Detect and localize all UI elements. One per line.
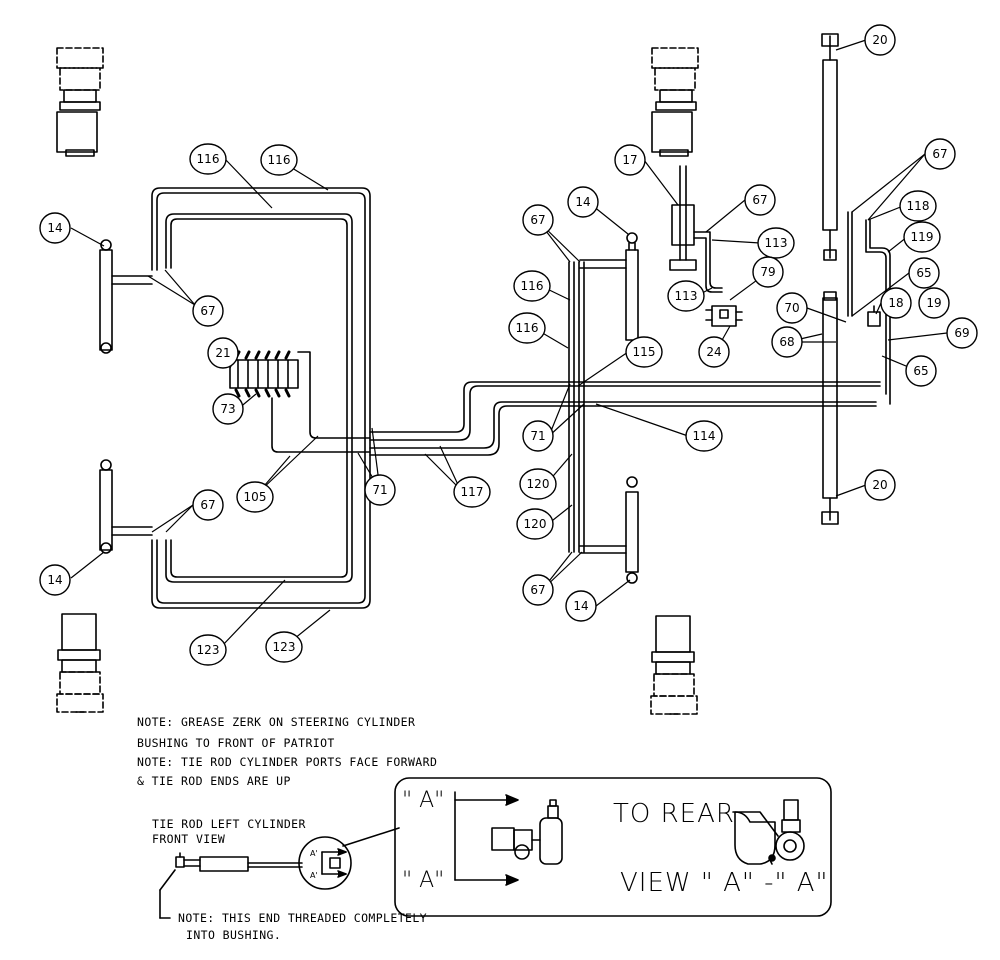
callout-117: 117 <box>461 485 484 499</box>
to-rear-label: TO REAR <box>613 799 735 829</box>
note-line-3: NOTE: TIE ROD CYLINDER PORTS FACE FORWAR… <box>137 755 438 769</box>
fitting-side-view <box>491 799 563 865</box>
fitting-rear-view <box>734 799 805 865</box>
note-line-1: NOTE: GREASE ZERK ON STEERING CYLINDER <box>137 715 416 729</box>
callout-118: 118 <box>907 199 930 213</box>
callout-18: 18 <box>888 296 903 310</box>
note-line-2: BUSHING TO FRONT OF PATRIOT <box>137 736 335 750</box>
cylinder-18 <box>867 305 881 327</box>
callout-14-a: 14 <box>47 221 62 235</box>
note-line-4: & TIE ROD ENDS ARE UP <box>137 774 291 788</box>
wheel-assembly-rear-left <box>56 613 104 713</box>
wheel-assembly-front-left <box>56 47 104 157</box>
callout-116-c: 116 <box>521 279 544 293</box>
to-rear-leader <box>732 811 779 837</box>
callout-20-a: 20 <box>872 33 887 47</box>
section-markers: A' A' <box>310 849 318 880</box>
callout-21: 21 <box>215 346 230 360</box>
section-a-bottom: A' <box>310 871 318 880</box>
section-a-top: A' <box>310 849 318 858</box>
callout-113-a: 113 <box>765 236 788 250</box>
callout-123-b: 123 <box>273 640 296 654</box>
manifold-valve-21 <box>229 350 371 453</box>
callout-65-a: 65 <box>916 266 931 280</box>
view-a-top-label: " A" <box>402 788 445 813</box>
callout-116-d: 116 <box>516 321 539 335</box>
callout-120-b: 120 <box>524 517 547 531</box>
thread-note-1: NOTE: THIS END THREADED COMPLETELY <box>178 911 428 925</box>
steering-cylinder-left-top <box>99 239 153 354</box>
callout-70: 70 <box>784 301 799 315</box>
leader-lines <box>70 39 948 648</box>
callout-67-f: 67 <box>932 147 947 161</box>
callout-17: 17 <box>622 153 637 167</box>
callout-116-b: 116 <box>268 153 291 167</box>
hose-loop-116-inner <box>165 213 353 583</box>
callout-labels: 14 67 116 116 21 73 105 71 117 67 14 123… <box>47 33 969 657</box>
callout-73: 73 <box>220 402 235 416</box>
callout-114: 114 <box>693 429 716 443</box>
steering-cylinder-right-top <box>579 232 639 341</box>
detail-title-1: TIE ROD LEFT CYLINDER <box>152 817 306 831</box>
callout-circles <box>39 24 978 666</box>
callout-120-a: 120 <box>527 477 550 491</box>
tie-rod-front-view <box>159 827 400 919</box>
callout-119: 119 <box>911 230 934 244</box>
callout-67-e: 67 <box>530 583 545 597</box>
callout-105: 105 <box>244 490 267 504</box>
hose-116-120-right <box>568 261 585 553</box>
tie-rod-cylinder-vertical <box>821 33 839 525</box>
thread-note-2: INTO BUSHING. <box>186 928 282 942</box>
callout-19: 19 <box>926 296 941 310</box>
callout-123-a: 123 <box>197 643 220 657</box>
hose-117-115 <box>369 381 881 441</box>
callout-67-c: 67 <box>752 193 767 207</box>
callout-116-a: 116 <box>197 152 220 166</box>
callout-113-b: 113 <box>675 289 698 303</box>
callout-71-a: 71 <box>372 483 387 497</box>
callout-65-b: 65 <box>913 364 928 378</box>
view-a-a-label: VIEW " A" -" A" <box>620 868 829 898</box>
callout-79: 79 <box>760 265 775 279</box>
detail-title-2: FRONT VIEW <box>152 832 226 846</box>
valve-24 <box>705 305 743 327</box>
steering-cylinder-left-bottom <box>99 459 153 554</box>
callout-14-b: 14 <box>47 573 62 587</box>
callout-67-a: 67 <box>200 304 215 318</box>
callout-14-c: 14 <box>575 195 590 209</box>
callout-67-d: 67 <box>530 213 545 227</box>
wheel-assembly-front-right <box>651 47 699 157</box>
callout-115: 115 <box>633 345 656 359</box>
view-a-bottom-label: " A" <box>402 868 445 893</box>
callout-69: 69 <box>954 326 969 340</box>
callout-24: 24 <box>706 345 721 359</box>
callout-67-b: 67 <box>200 498 215 512</box>
callout-68: 68 <box>779 335 794 349</box>
valve-17 <box>669 165 723 293</box>
hose-114 <box>369 401 877 456</box>
steering-cylinder-right-bottom <box>579 476 639 584</box>
wheel-assembly-rear-right <box>650 615 698 715</box>
callout-20-b: 20 <box>872 478 887 492</box>
hose-loop-116-outer <box>151 187 371 609</box>
hose-118-119 <box>847 211 891 405</box>
callout-14-d: 14 <box>573 599 588 613</box>
detail-box <box>394 777 832 917</box>
callout-71-b: 71 <box>530 429 545 443</box>
